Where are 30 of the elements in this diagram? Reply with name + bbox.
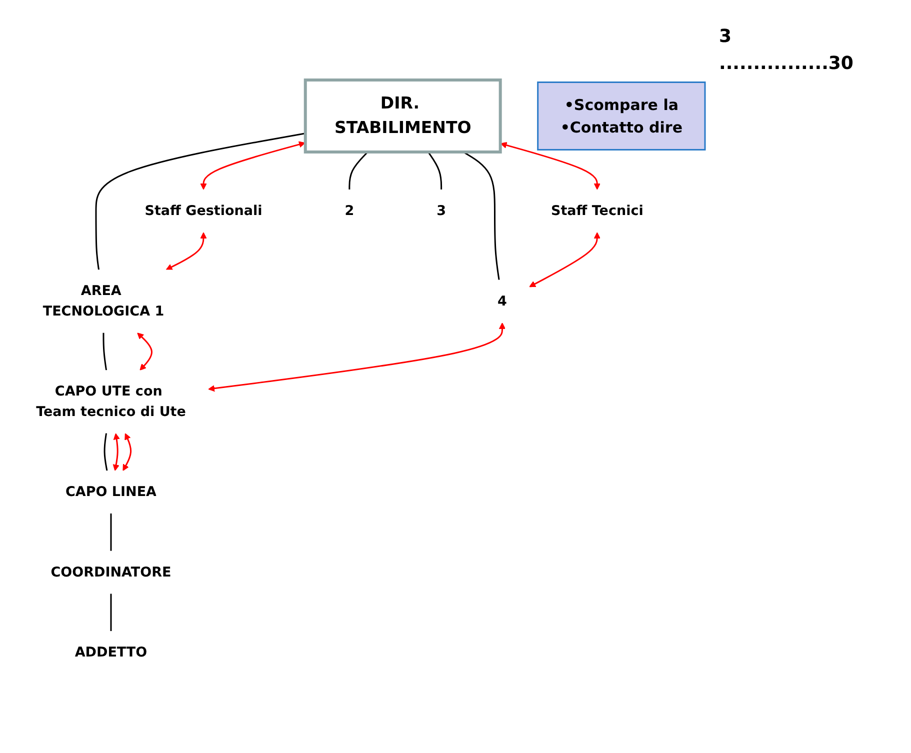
arrow <box>200 140 306 190</box>
connector <box>104 432 108 470</box>
connector <box>110 593 112 631</box>
arrow <box>112 432 120 471</box>
arrow <box>166 232 207 270</box>
connector <box>348 151 368 190</box>
node-text: 2 <box>344 202 354 218</box>
arrow <box>208 322 506 392</box>
node-text: COORDINATORE <box>50 564 172 580</box>
connector <box>428 151 442 190</box>
arrow <box>529 232 600 287</box>
connector <box>95 132 306 270</box>
node-text: 4 <box>498 292 507 309</box>
node-box: DIR. STABILIMENTO <box>304 78 502 154</box>
node-text: AREA TECNOLOGICA 1 <box>42 282 164 319</box>
node-text: ADDETTO <box>74 644 148 660</box>
node-text: CAPO LINEA <box>65 484 156 500</box>
arrow <box>500 142 600 190</box>
node-text: Staff Tecnici <box>550 202 644 218</box>
note-text: 3 <box>719 26 733 47</box>
arrow <box>137 332 152 370</box>
node-text: 3 <box>436 202 446 218</box>
connector <box>110 512 112 550</box>
node-text: CAPO UTE con Team tecnico di Ute <box>36 383 186 420</box>
node-box: •Scompare la •Contatto dire <box>537 81 706 150</box>
node-text: Staff Gestionali <box>144 202 262 218</box>
arrow <box>122 432 132 471</box>
connector <box>102 332 108 370</box>
connector <box>462 150 500 280</box>
note-text: ................30 <box>719 53 854 74</box>
